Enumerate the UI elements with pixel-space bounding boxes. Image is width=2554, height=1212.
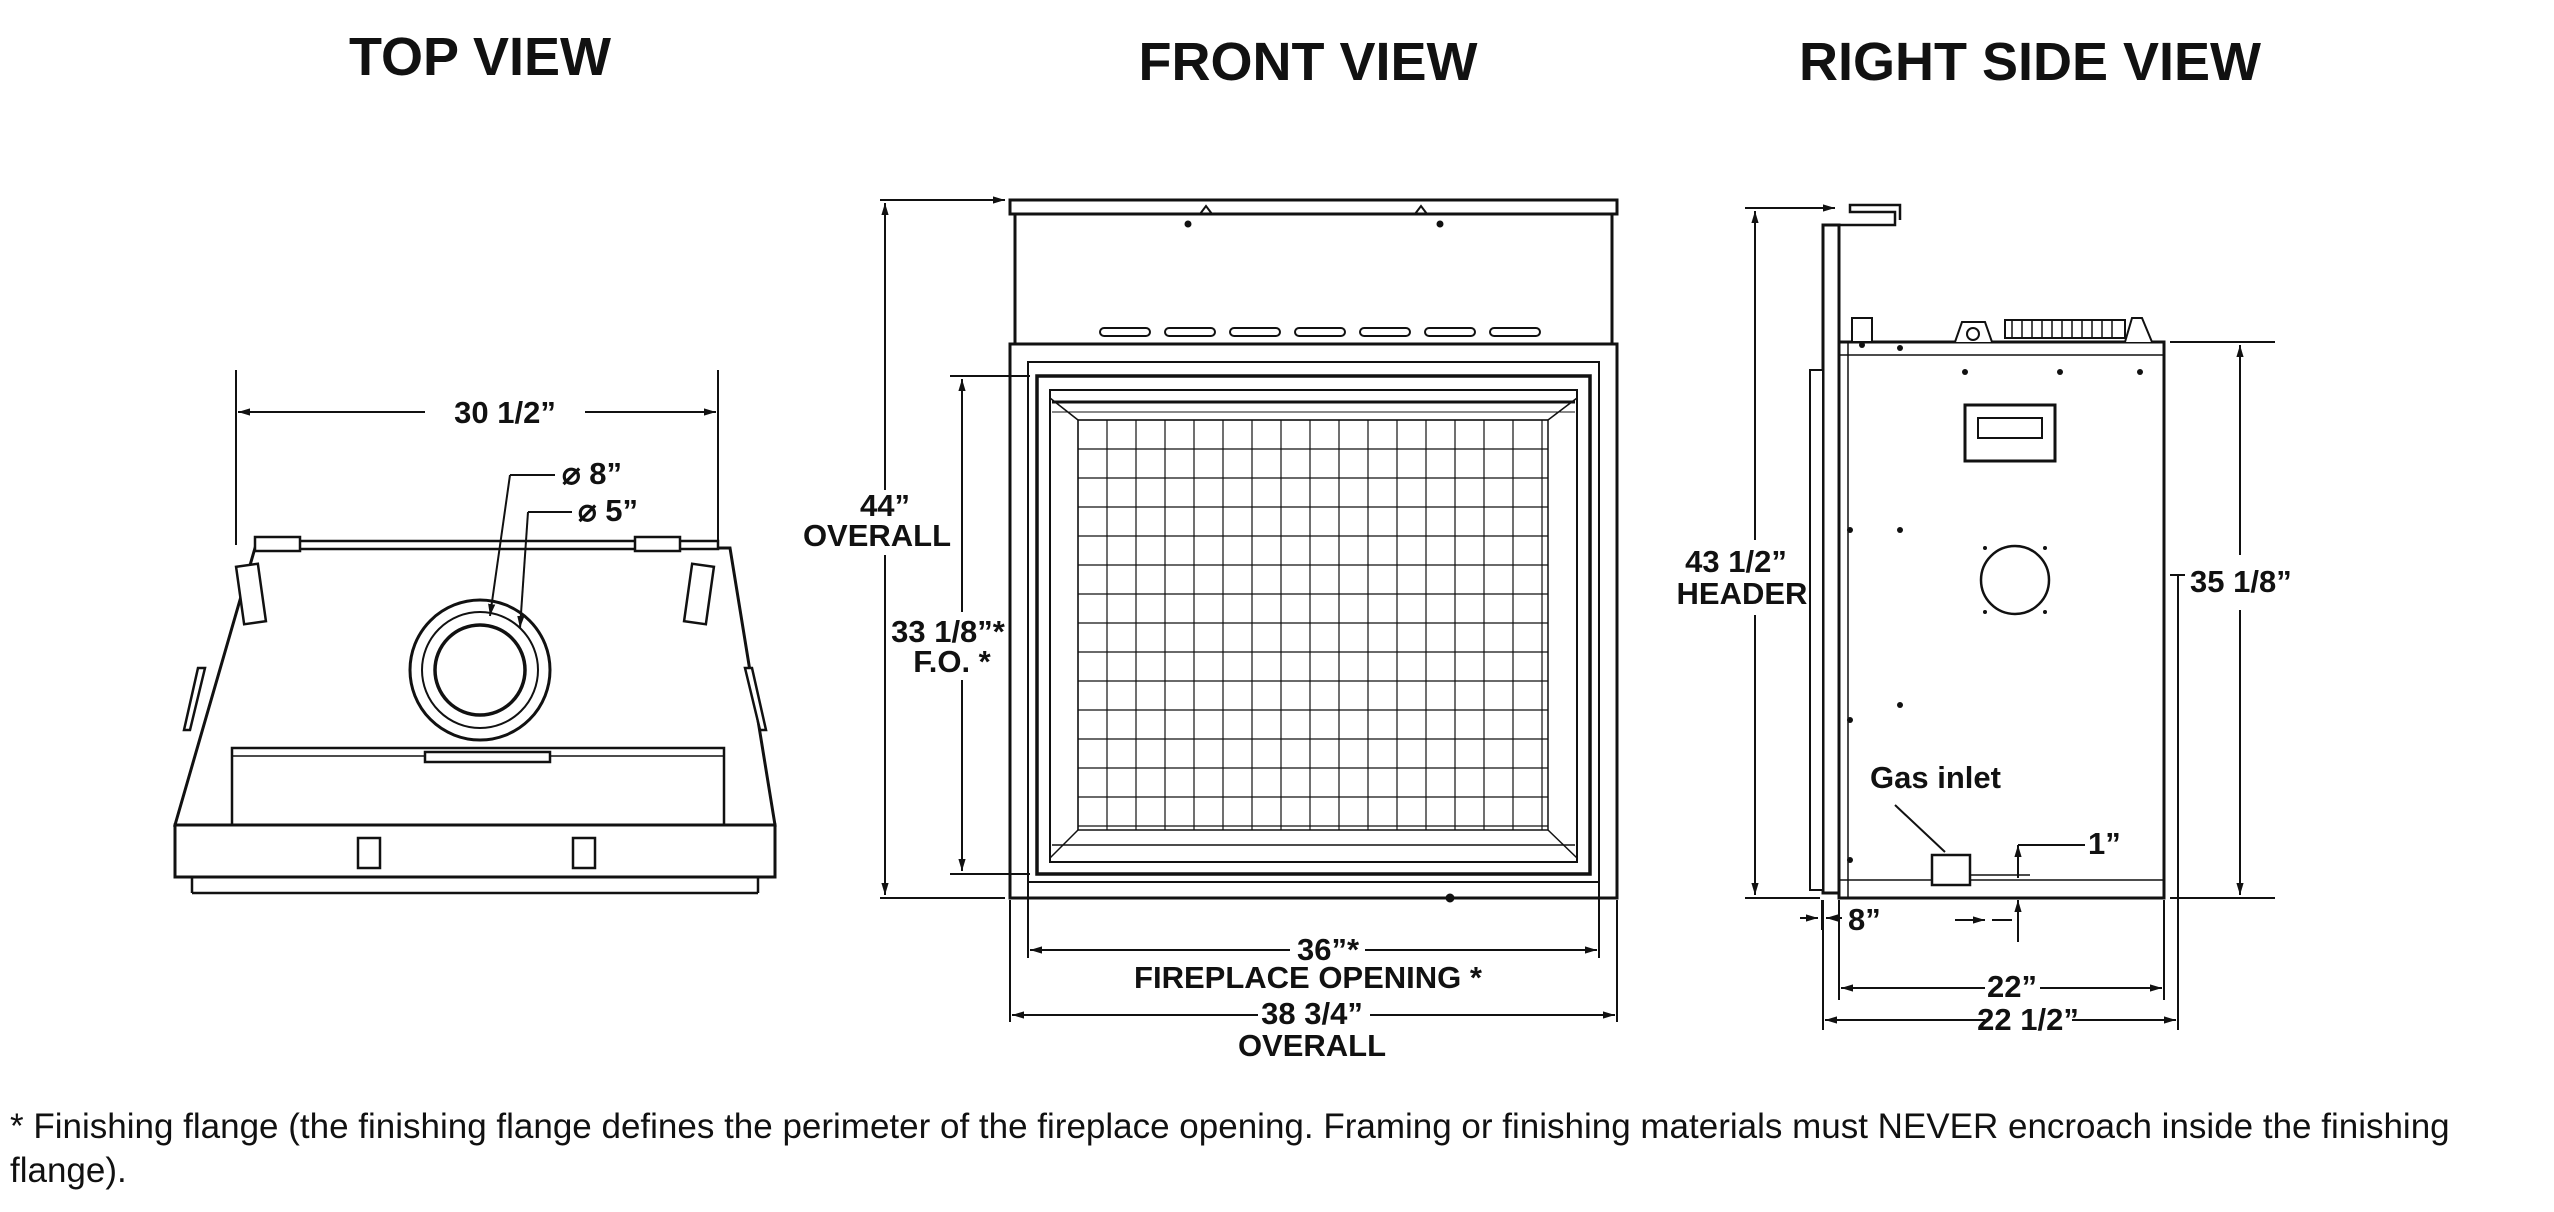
side-view-drawing bbox=[1809, 203, 2166, 900]
technical-drawing: TOP VIEW FRONT VIEW RIGHT SIDE VIEW bbox=[173, 27, 2292, 1063]
side-right-height-label: 35 1/8” bbox=[2190, 564, 2292, 599]
front-screen-mesh bbox=[1077, 419, 1548, 830]
front-fo-value: 33 1/8”* bbox=[891, 614, 1006, 649]
title-top-view: TOP VIEW bbox=[349, 27, 611, 87]
gas-offset-label: 1” bbox=[2088, 826, 2121, 861]
title-right-side-view: RIGHT SIDE VIEW bbox=[1799, 32, 2261, 92]
side-view-dimensions bbox=[1745, 204, 2275, 1030]
front-height-label: OVERALL bbox=[803, 518, 951, 553]
top-view-dimensions bbox=[235, 370, 719, 629]
top-view-drawing bbox=[173, 535, 777, 895]
front-overall-width-label: OVERALL bbox=[1238, 1028, 1386, 1063]
top-outer-diameter-label: ⌀ 8” bbox=[562, 456, 622, 491]
front-overall-width-value: 38 3/4” bbox=[1261, 996, 1363, 1031]
front-opening-label: FIREPLACE OPENING * bbox=[1134, 960, 1483, 995]
title-front-view: FRONT VIEW bbox=[1139, 32, 1478, 92]
front-view-dimensions bbox=[880, 196, 1618, 1022]
front-view-drawing bbox=[1008, 198, 1619, 903]
side-header-label: HEADER bbox=[1677, 576, 1808, 611]
top-inner-diameter-label: ⌀ 5” bbox=[578, 493, 638, 528]
gas-inlet-label: Gas inlet bbox=[1870, 760, 2001, 795]
front-height-value: 44” bbox=[860, 488, 910, 523]
front-opening-value: 36”* bbox=[1297, 932, 1360, 967]
side-depth-inner-label: 22” bbox=[1987, 969, 2037, 1004]
bottom-offset-label: 8” bbox=[1848, 902, 1881, 937]
side-depth-outer-label: 22 1/2” bbox=[1977, 1002, 2079, 1037]
front-fo-label: F.O. * bbox=[913, 644, 991, 679]
footnote-text: * Finishing flange (the finishing flange… bbox=[10, 1107, 2450, 1190]
top-width-label: 30 1/2” bbox=[454, 395, 556, 430]
side-header-value: 43 1/2” bbox=[1685, 544, 1787, 579]
